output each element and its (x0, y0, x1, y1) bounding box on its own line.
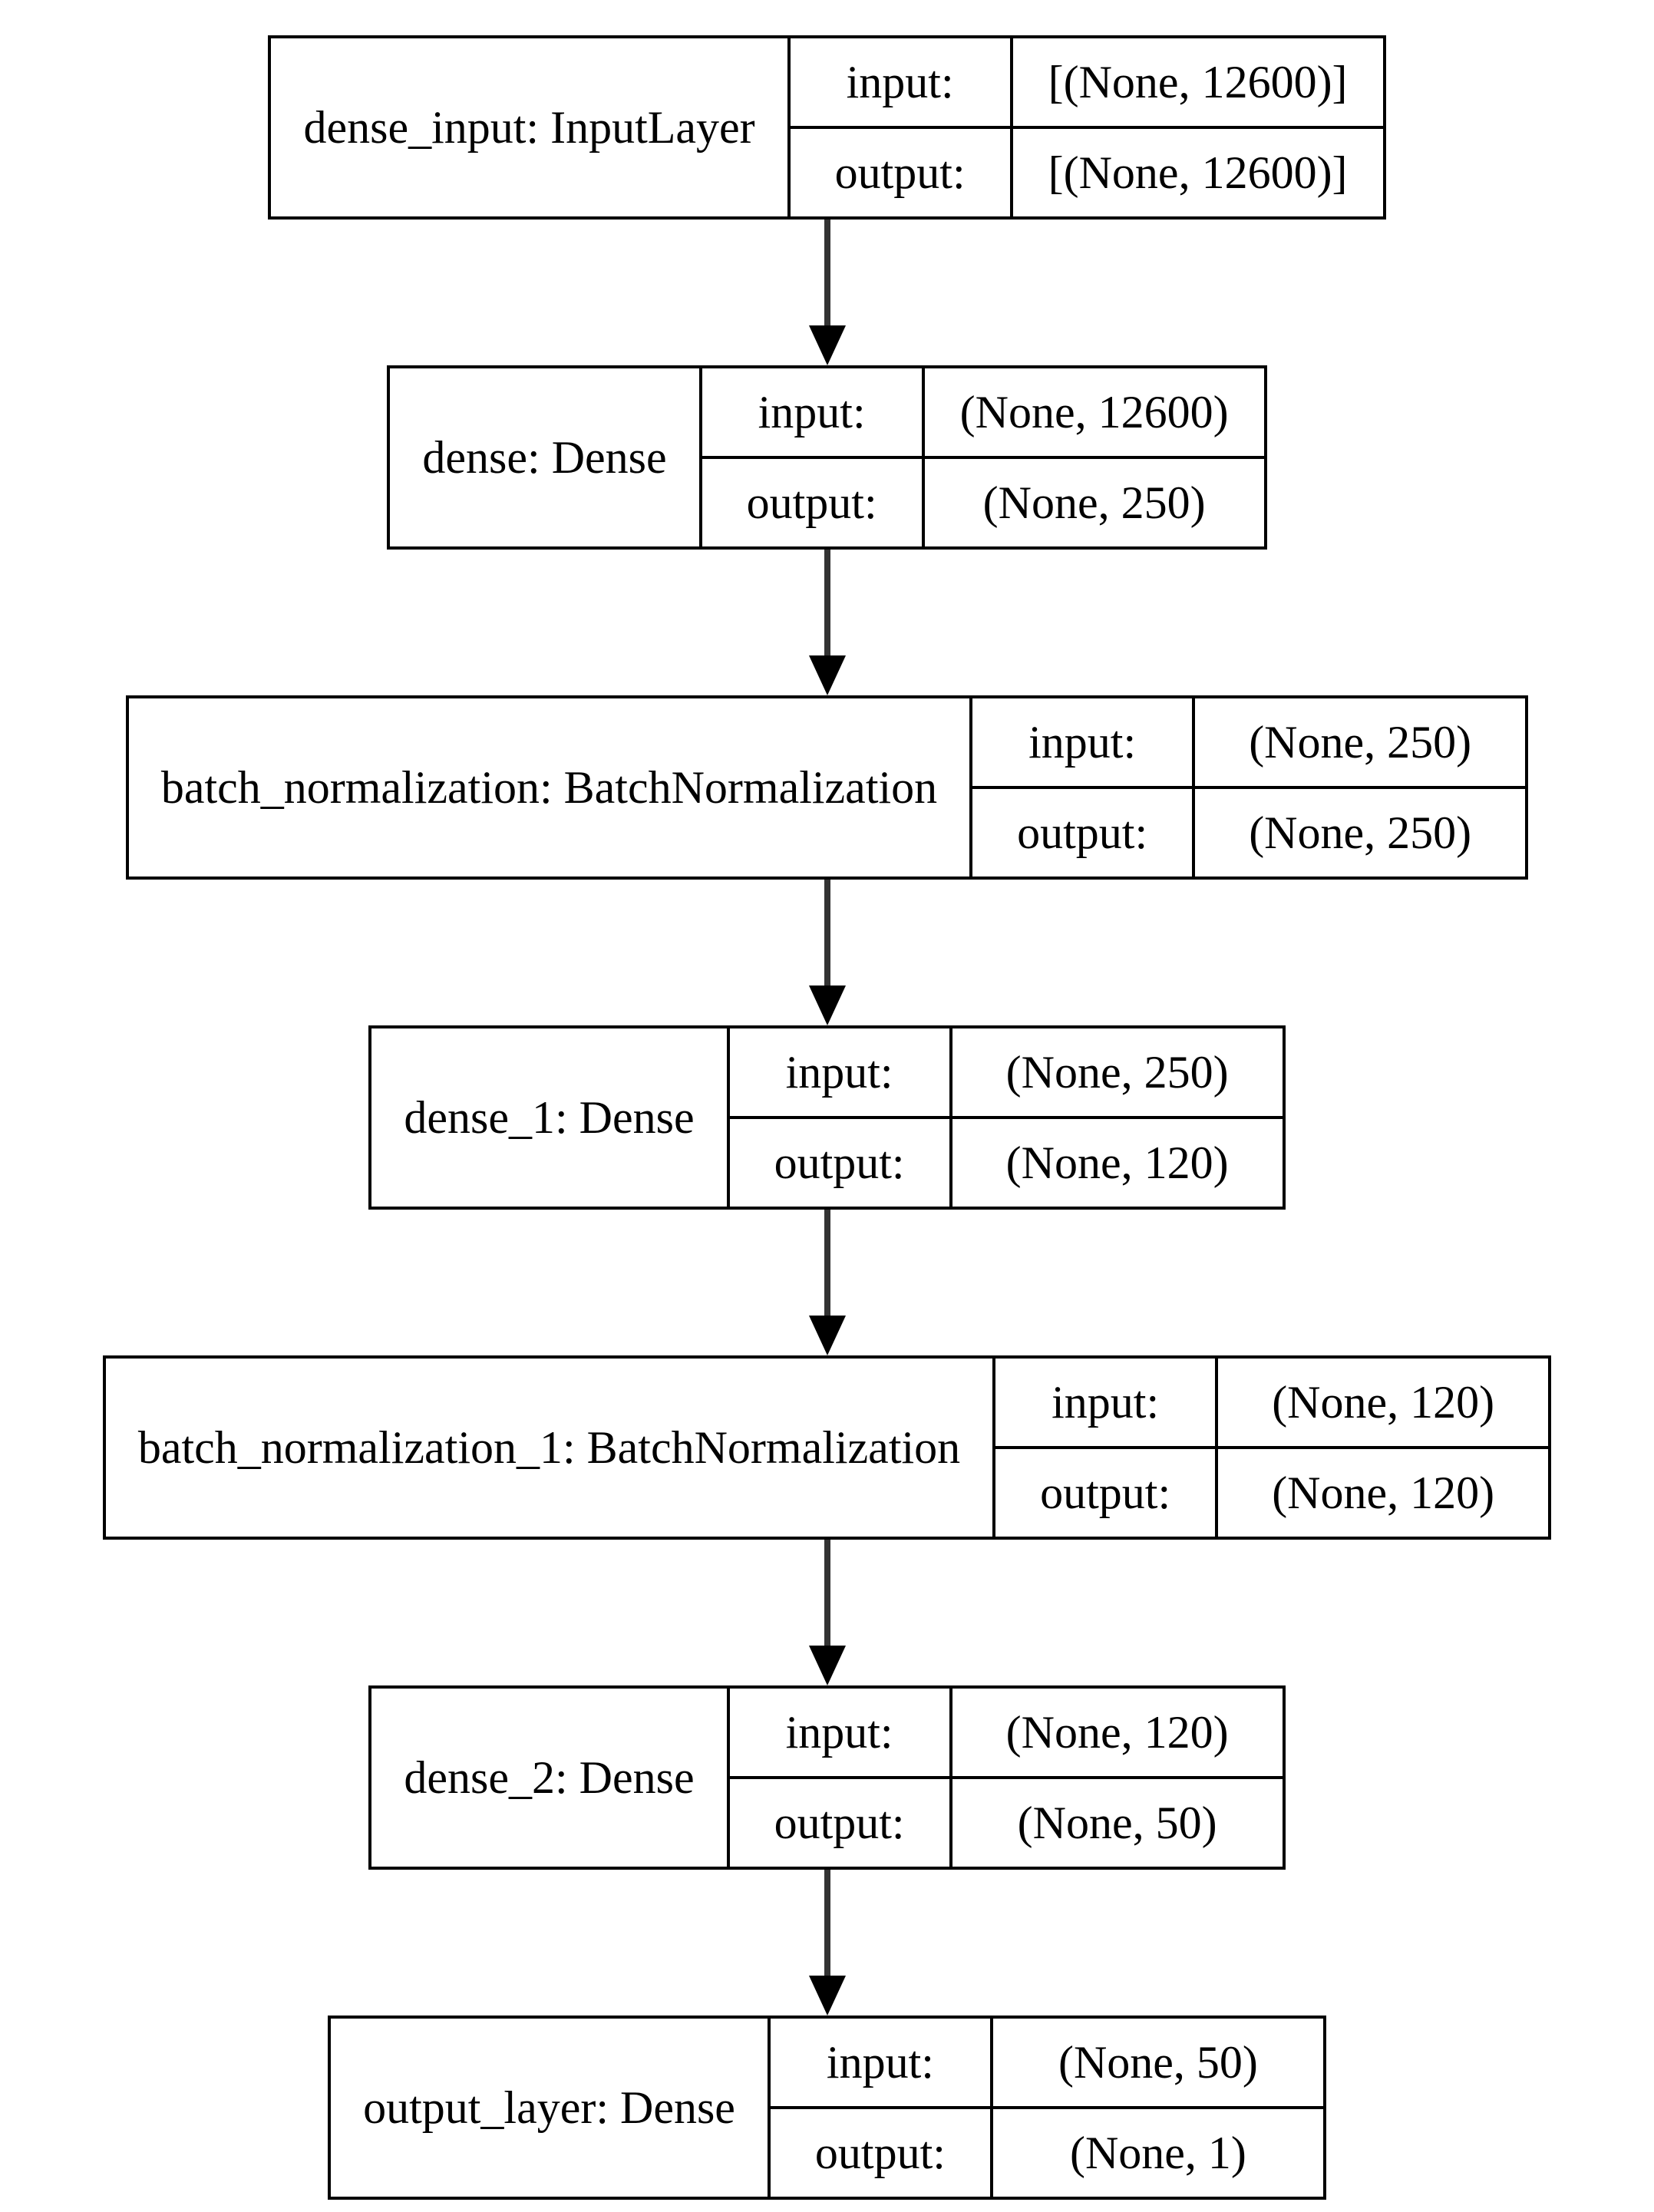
layer-name: dense: Dense (390, 368, 702, 546)
output-label: output: (995, 1449, 1219, 1537)
layer-node-dense-1: dense_1: Dense input: (None, 250) output… (368, 1025, 1286, 1210)
input-row: input: [(None, 12600)] (791, 38, 1383, 126)
arrow-head (808, 325, 846, 365)
input-label: input: (995, 1359, 1219, 1446)
output-row: output: [(None, 12600)] (790, 126, 1383, 216)
output-shape: (None, 50) (1017, 1797, 1217, 1848)
flow-arrow-icon (808, 1540, 846, 1685)
input-shape: [(None, 12600)] (1048, 56, 1348, 107)
input-shape: (None, 12600) (959, 386, 1229, 437)
arrow-head (808, 985, 846, 1025)
output-label: output: (791, 129, 1013, 216)
layer-name: output_layer: Dense (331, 2019, 771, 2197)
input-row: input: (None, 12600) (702, 368, 1264, 456)
output-shape: (None, 250) (982, 477, 1206, 528)
output-row: output: (None, 1) (770, 2106, 1323, 2197)
input-label: input: (791, 38, 1013, 126)
output-row: output: (None, 250) (972, 786, 1526, 877)
arrow-line (824, 1210, 830, 1316)
layer-name: dense_input: InputLayer (271, 38, 791, 216)
output-label: output: (730, 1779, 952, 1867)
layer-io-table: input: (None, 120) output: (None, 120) (995, 1359, 1549, 1537)
layer-node-batch-normalization: batch_normalization: BatchNormalization … (125, 695, 1529, 880)
input-row: input: (None, 50) (771, 2019, 1323, 2106)
output-shape: (None, 1) (1069, 2127, 1246, 2178)
output-label: output: (771, 2109, 993, 2197)
output-row: output: (None, 250) (702, 456, 1264, 546)
arrow-line (824, 1870, 830, 1976)
layer-name: batch_normalization: BatchNormalization (129, 698, 973, 877)
flow-arrow-icon (808, 1210, 846, 1355)
layer-io-table: input: (None, 250) output: (None, 250) (972, 698, 1526, 877)
layer-io-table: input: (None, 250) output: (None, 120) (729, 1028, 1283, 1207)
flow-arrow-icon (808, 880, 846, 1025)
output-shape: (None, 120) (1005, 1137, 1229, 1188)
flow-arrow-icon (808, 550, 846, 695)
layer-io-table: input: (None, 12600) output: (None, 250) (702, 368, 1264, 546)
arrow-head (808, 655, 846, 695)
input-row: input: (None, 120) (730, 1689, 1283, 1776)
output-shape: (None, 120) (1272, 1467, 1495, 1518)
input-label: input: (771, 2019, 993, 2106)
output-shape: (None, 250) (1249, 807, 1472, 858)
input-label: input: (702, 368, 925, 456)
layer-io-table: input: (None, 50) output: (None, 1) (770, 2019, 1323, 2197)
input-row: input: (None, 250) (730, 1028, 1283, 1116)
input-row: input: (None, 250) (972, 698, 1525, 786)
output-label: output: (702, 459, 925, 546)
input-row: input: (None, 120) (995, 1359, 1548, 1446)
output-row: output: (None, 120) (995, 1446, 1549, 1537)
arrow-line (824, 550, 830, 655)
layer-io-table: input: (None, 120) output: (None, 50) (729, 1689, 1283, 1867)
output-row: output: (None, 120) (729, 1116, 1283, 1207)
layer-node-dense: dense: Dense input: (None, 12600) output… (387, 365, 1267, 550)
layer-name: dense_1: Dense (371, 1028, 730, 1207)
arrow-line (824, 880, 830, 985)
layer-node-output-layer: output_layer: Dense input: (None, 50) ou… (328, 2016, 1326, 2200)
input-shape: (None, 120) (1272, 1376, 1495, 1428)
arrow-line (824, 1540, 830, 1646)
input-shape: (None, 250) (1249, 716, 1472, 768)
input-label: input: (730, 1689, 952, 1776)
layer-io-table: input: [(None, 12600)] output: [(None, 1… (790, 38, 1383, 216)
layer-name: dense_2: Dense (371, 1689, 730, 1867)
arrow-head (808, 1316, 846, 1355)
layer-node-dense-2: dense_2: Dense input: (None, 120) output… (368, 1685, 1286, 1870)
output-shape: [(None, 12600)] (1048, 147, 1348, 198)
flow-arrow-icon (808, 1870, 846, 2016)
input-label: input: (730, 1028, 952, 1116)
input-shape: (None, 250) (1005, 1046, 1229, 1098)
layer-name: batch_normalization_1: BatchNormalizatio… (106, 1359, 996, 1537)
arrow-line (824, 220, 830, 325)
layer-node-batch-normalization-1: batch_normalization_1: BatchNormalizatio… (102, 1355, 1552, 1540)
output-row: output: (None, 50) (729, 1776, 1283, 1867)
input-label: input: (972, 698, 1196, 786)
layer-node-dense-input: dense_input: InputLayer input: [(None, 1… (268, 35, 1386, 220)
flow-arrow-icon (808, 220, 846, 365)
arrow-head (808, 1646, 846, 1685)
input-shape: (None, 120) (1005, 1706, 1229, 1758)
arrow-head (808, 1976, 846, 2016)
input-shape: (None, 50) (1058, 2036, 1258, 2088)
output-label: output: (730, 1119, 952, 1207)
output-label: output: (972, 789, 1196, 877)
